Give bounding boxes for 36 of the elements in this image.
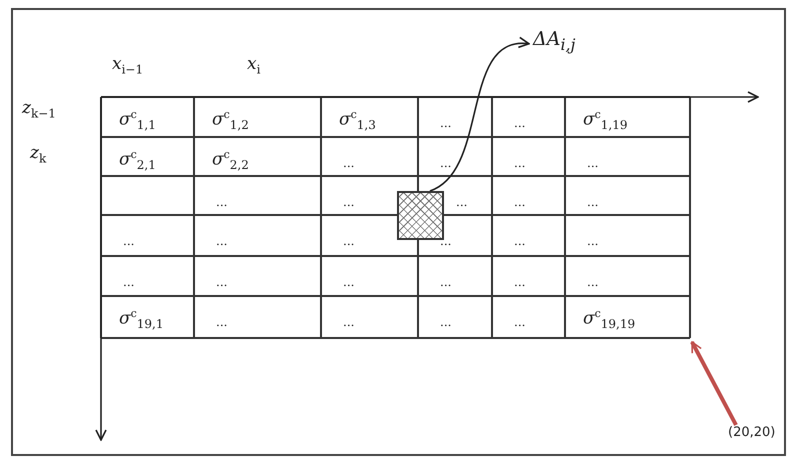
table-cell: ... bbox=[514, 196, 526, 208]
table-cell: ... bbox=[514, 117, 526, 129]
table-cell: ... bbox=[343, 157, 354, 169]
table-cell: ... bbox=[216, 276, 228, 288]
table-cell: ... bbox=[587, 157, 598, 169]
table-cell: ... bbox=[123, 235, 134, 247]
hatched-square bbox=[397, 191, 444, 240]
table-cell: ... bbox=[216, 196, 228, 208]
corner-label: (20,20) bbox=[728, 426, 776, 439]
axis-label: x$_{i−1}$ bbox=[112, 56, 144, 76]
arrow bbox=[430, 38, 530, 192]
axis-label: z$_{k−1}$ bbox=[22, 100, 56, 120]
table-cell: ... bbox=[587, 276, 598, 288]
table-cell: ... bbox=[587, 235, 598, 247]
table-cell: ... bbox=[440, 276, 452, 288]
table-cell: ... bbox=[587, 196, 598, 208]
table-cell: ... bbox=[514, 235, 526, 247]
table-cell: ... bbox=[343, 316, 354, 328]
area-label: ΔA$_{i,j}$ bbox=[533, 30, 576, 53]
table-cell: ... bbox=[343, 276, 354, 288]
axis-label: z$_{k}$ bbox=[30, 145, 46, 164]
table-cell: ... bbox=[440, 117, 452, 129]
table-cell: ... bbox=[514, 157, 526, 169]
table-cell: ... bbox=[456, 196, 468, 208]
table-cell: ... bbox=[440, 235, 452, 247]
axis-label: x$_{i}$ bbox=[247, 56, 260, 76]
table-cell: ... bbox=[123, 276, 134, 288]
table-cell: ... bbox=[343, 235, 354, 247]
table-cell: ... bbox=[514, 276, 526, 288]
table-cell: ... bbox=[343, 196, 354, 208]
table-cell: ... bbox=[440, 157, 452, 169]
table-cell: ... bbox=[440, 316, 452, 328]
table-cell: ... bbox=[216, 316, 228, 328]
arrow bbox=[690, 341, 738, 426]
table-cell: ... bbox=[216, 235, 228, 247]
table-cell: ... bbox=[514, 316, 526, 328]
